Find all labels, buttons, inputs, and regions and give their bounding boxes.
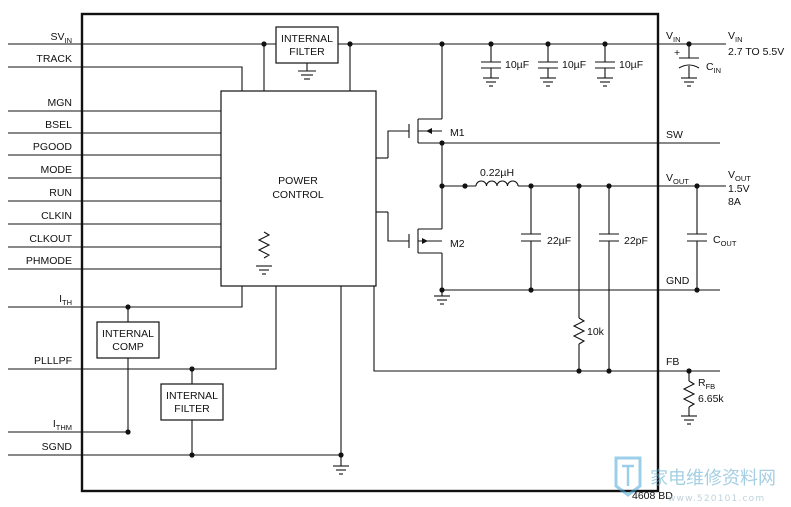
feedforward-capacitor-icon: 22pF [599, 233, 648, 247]
cin-capacitor-icon: + CIN [674, 47, 721, 87]
vin-capacitor-2-icon: 10µF [538, 59, 586, 87]
svg-text:VIN: VIN [728, 30, 743, 44]
svg-text:+: + [674, 47, 680, 59]
divider-resistor-icon: 10k [572, 317, 605, 345]
svg-text:M2: M2 [450, 238, 465, 250]
vin-capacitor-3-icon: 10µF [595, 59, 643, 87]
svg-text:COMP: COMP [112, 341, 144, 353]
svg-text:1.5V: 1.5V [728, 183, 750, 195]
svg-text:FILTER: FILTER [289, 46, 325, 58]
svg-text:8A: 8A [728, 196, 741, 208]
output-capacitor-icon: 22µF [521, 233, 571, 247]
svg-text:INTERNAL: INTERNAL [281, 33, 333, 45]
power-control-block: POWER CONTROL [220, 90, 377, 287]
cout-capacitor-icon: COUT [687, 233, 737, 248]
pin-label-track: TRACK [36, 53, 72, 65]
pin-label-vin: VIN [666, 30, 681, 44]
watermark-logo-icon [614, 456, 642, 497]
internal-wiring [82, 43, 658, 466]
vin-supply-label: VIN 2.7 TO 5.5V [728, 30, 784, 58]
svg-text:M1: M1 [450, 127, 465, 139]
pin-label-ith: ITH [59, 293, 72, 307]
svg-text:INTERNAL: INTERNAL [166, 390, 218, 402]
svg-text:10µF: 10µF [505, 59, 529, 71]
left-pin-lines [8, 43, 82, 456]
svg-text:10k: 10k [587, 326, 605, 338]
svg-text:CIN: CIN [706, 61, 721, 75]
pin-label-svin: SVIN [50, 31, 72, 45]
svg-text:2.7 TO 5.5V: 2.7 TO 5.5V [728, 46, 784, 58]
pin-label-clkout: CLKOUT [29, 233, 72, 245]
internal-filter-bottom-block: INTERNAL FILTER [160, 383, 224, 421]
vin-capacitor-1-icon: 10µF [481, 59, 529, 87]
svg-text:INTERNAL: INTERNAL [102, 328, 154, 340]
svg-text:22µF: 22µF [547, 235, 571, 247]
watermark-title: 家电维修资料网 [650, 468, 776, 489]
watermark-url: www.520101.com [668, 494, 765, 504]
mosfet-m2-icon: M2 [408, 228, 465, 254]
pin-label-sgnd: SGND [42, 441, 73, 453]
pin-label-ithm: ITHM [53, 418, 72, 432]
svg-text:RFB: RFB [698, 377, 715, 391]
svg-text:10µF: 10µF [619, 59, 643, 71]
mosfet-m1-icon: M1 [408, 118, 465, 144]
pin-label-vout: VOUT [666, 172, 689, 186]
pin-label-bsel: BSEL [45, 119, 72, 131]
svg-text:6.65k: 6.65k [698, 393, 724, 405]
pin-label-pgood: PGOOD [33, 141, 73, 153]
svg-text:POWER: POWER [278, 175, 318, 187]
site-watermark: 家电维修资料网 www.520101.com [614, 456, 776, 504]
junction-dots [125, 41, 700, 458]
pin-label-mgn: MGN [48, 97, 73, 109]
ground-sgnd-icon [333, 465, 349, 475]
svg-text:CONTROL: CONTROL [272, 189, 323, 201]
inductor-icon: 0.22µH [475, 167, 519, 187]
pin-label-run: RUN [49, 187, 72, 199]
pin-label-fb: FB [666, 356, 679, 368]
pin-label-gnd: GND [666, 275, 690, 287]
svg-text:FILTER: FILTER [174, 403, 210, 415]
pin-label-clkin: CLKIN [41, 210, 72, 222]
rfb-resistor-icon: RFB 6.65k [681, 377, 724, 425]
svg-text:10µF: 10µF [562, 59, 586, 71]
internal-comp-block: INTERNAL COMP [96, 321, 160, 359]
vout-output-label: VOUT 1.5V 8A [728, 169, 751, 208]
svg-text:VOUT: VOUT [728, 169, 751, 183]
ground-m2-icon [434, 295, 450, 305]
pin-label-phmode: PHMODE [26, 255, 72, 267]
pin-label-plllpf: PLLLPF [34, 355, 72, 367]
svg-text:COUT: COUT [713, 234, 737, 248]
pin-label-sw: SW [666, 129, 683, 141]
pin-label-mode: MODE [41, 164, 73, 176]
svg-text:22pF: 22pF [624, 235, 648, 247]
internal-filter-top-block: INTERNAL FILTER [275, 26, 339, 80]
right-pin-labels: VIN SW VOUT GND FB [666, 30, 690, 368]
svg-text:0.22µH: 0.22µH [480, 167, 514, 179]
part-number: 4608 BD [632, 490, 673, 502]
clkin-resistor-icon [256, 231, 272, 275]
left-pin-labels: SVIN TRACK MGN BSEL PGOOD MODE RUN CLKIN… [26, 31, 73, 453]
